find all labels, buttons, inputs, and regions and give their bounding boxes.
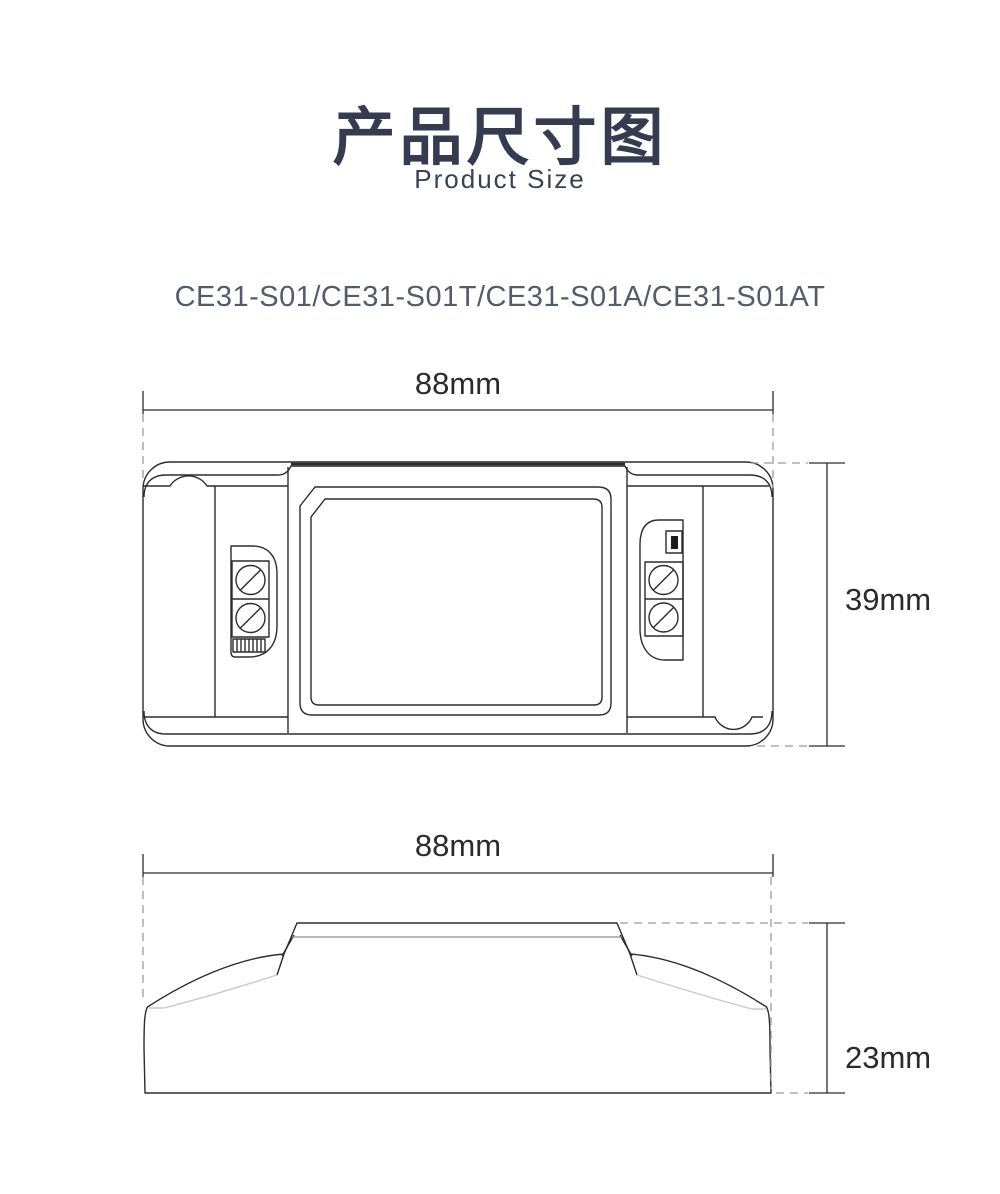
top-view-width-dimension: 88mm [142,366,774,488]
side-height-dimension-label: 23mm [845,1040,931,1075]
screw-terminal-icon [648,602,679,633]
side-profile-outline [143,922,772,1094]
shell-top-bevel [143,465,773,498]
left-highlight-curve [149,974,278,1009]
right-terminal-block [639,519,684,661]
side-view-height-dimension: 23mm [620,922,931,1094]
terminal-housing-outline [639,519,684,661]
device-shell-outline [142,461,774,747]
right-highlight-curve [636,974,766,1010]
wire-clamp-icon [232,638,266,653]
top-width-dimension-label: 88mm [415,366,501,401]
screw-terminal-icon [235,564,266,596]
top-view-height-dimension: 39mm [750,462,931,747]
top-view-drawing [142,461,774,747]
side-view-width-dimension: 88mm [142,828,774,1089]
terminal-housing-outline [230,545,278,658]
side-width-dimension-label: 88mm [415,828,501,863]
top-height-dimension-label: 39mm [845,582,931,617]
model-numbers: CE31-S01/CE31-S01T/CE31-S01A/CE31-S01AT [174,281,826,313]
side-view-drawing [143,922,772,1094]
top-left-latch-notch [143,475,288,487]
reset-button-icon [665,530,683,554]
screw-terminal-icon [648,564,679,596]
page-title: 产品尺寸图 [332,103,668,174]
page-subtitle: Product Size [414,164,586,194]
bottom-right-latch-notch [627,716,763,731]
shell-bottom-bevel [143,710,773,735]
device-cover-inner [310,498,603,706]
left-terminal-block [230,545,278,658]
screw-terminal-icon [235,602,266,634]
device-cover-outline [299,486,612,716]
